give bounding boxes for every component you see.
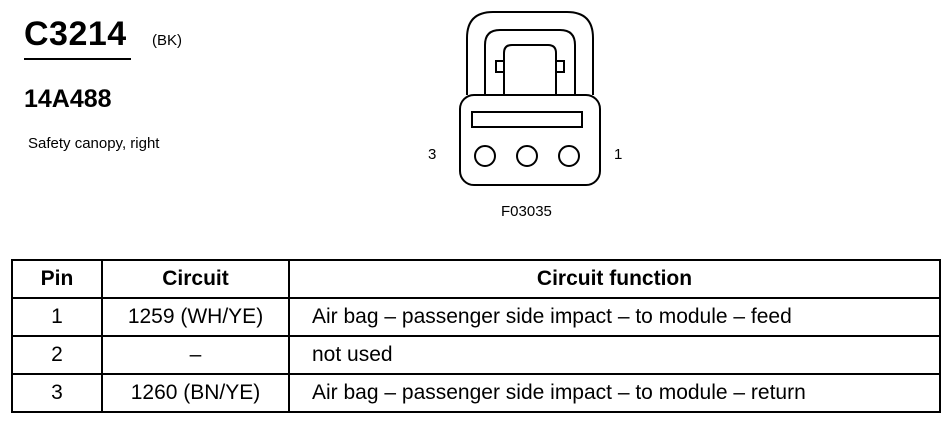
connector-id: C3214 [24, 15, 127, 53]
pin-label-right: 1 [614, 146, 623, 163]
row-circuit: 1259 (WH/YE) [101, 297, 290, 337]
row-circuit: – [101, 335, 290, 375]
row-pin: 1 [11, 297, 103, 337]
connector-color: (BK) [152, 32, 182, 49]
header-function: Circuit function [288, 259, 941, 299]
table-row: 2 – not used [11, 335, 941, 375]
table-row: 3 1260 (BN/YE) Air bag – passenger side … [11, 373, 941, 413]
pin-cavity-3 [474, 145, 496, 167]
connector-lock-inner [484, 29, 576, 95]
pin-label-left: 3 [428, 146, 437, 163]
connector-body-outline [459, 94, 601, 186]
connector-description: Safety canopy, right [28, 135, 160, 152]
connector-latch-tab-left [495, 60, 505, 73]
pin-cavity-2 [516, 145, 538, 167]
header-pin: Pin [11, 259, 103, 299]
header-circuit: Circuit [101, 259, 290, 299]
connector-key-slot [471, 111, 583, 128]
connector-lock-outer [466, 11, 594, 95]
connector-latch-tab-right [555, 60, 565, 73]
row-circuit: 1260 (BN/YE) [101, 373, 290, 413]
row-pin: 2 [11, 335, 103, 375]
figure-code: F03035 [501, 203, 552, 220]
table-row: 1 1259 (WH/YE) Air bag – passenger side … [11, 297, 941, 337]
pin-cavity-1 [558, 145, 580, 167]
connector-face-diagram [459, 11, 601, 186]
pin-table: Pin Circuit Circuit function 1 1259 (WH/… [11, 259, 941, 413]
table-header-row: Pin Circuit Circuit function [11, 259, 941, 299]
connector-latch [503, 44, 557, 95]
row-function: not used [288, 335, 941, 375]
row-pin: 3 [11, 373, 103, 413]
connector-id-underline [24, 58, 131, 60]
row-function: Air bag – passenger side impact – to mod… [288, 297, 941, 337]
part-number: 14A488 [24, 85, 112, 113]
row-function: Air bag – passenger side impact – to mod… [288, 373, 941, 413]
